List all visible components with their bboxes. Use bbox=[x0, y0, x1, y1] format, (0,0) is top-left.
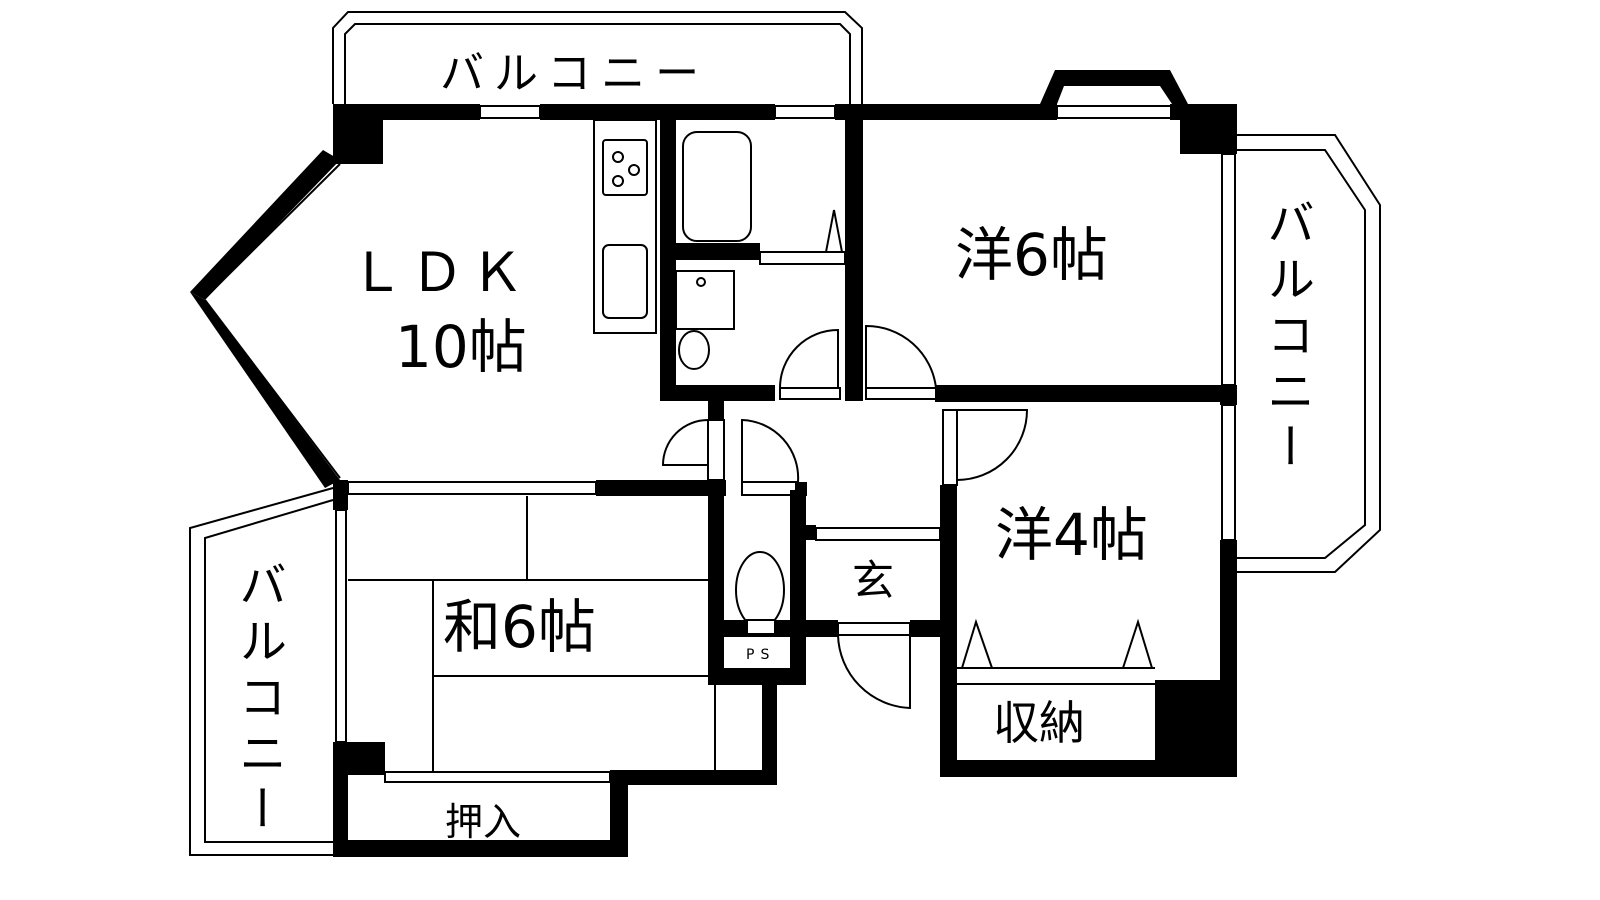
balcony-top-label: バルコニー bbox=[440, 48, 710, 99]
balcony-left-outline bbox=[189, 487, 334, 856]
walls bbox=[190, 70, 1237, 857]
sink bbox=[602, 244, 648, 319]
fixtures bbox=[204, 105, 1236, 783]
western-room-4-label: 洋4帖 bbox=[995, 501, 1148, 569]
bathtub bbox=[682, 131, 752, 242]
balcony-left-label: バルコニー bbox=[230, 560, 286, 840]
storage-label: 収納 bbox=[993, 696, 1085, 750]
japanese-room-label: 和6帖 bbox=[443, 593, 596, 661]
ldk-label: ＬＤＫ bbox=[350, 241, 530, 304]
stove bbox=[602, 139, 648, 196]
balcony-top-outline bbox=[332, 11, 863, 104]
toilet bbox=[735, 551, 785, 629]
washing-pan bbox=[675, 270, 735, 330]
ldk-size-label: 10帖 bbox=[395, 313, 527, 381]
balcony-right-label: バルコニー bbox=[1258, 198, 1314, 478]
closet-label: 押入 bbox=[445, 800, 522, 844]
kitchen-counter bbox=[593, 119, 657, 334]
balconies bbox=[189, 11, 1381, 856]
balcony-right-outline bbox=[1237, 134, 1381, 573]
washbasin bbox=[678, 330, 710, 370]
western-room-6-label: 洋6帖 bbox=[955, 221, 1108, 289]
entrance-label: 玄 bbox=[852, 556, 895, 605]
pipe-space-label: PS bbox=[746, 647, 776, 663]
